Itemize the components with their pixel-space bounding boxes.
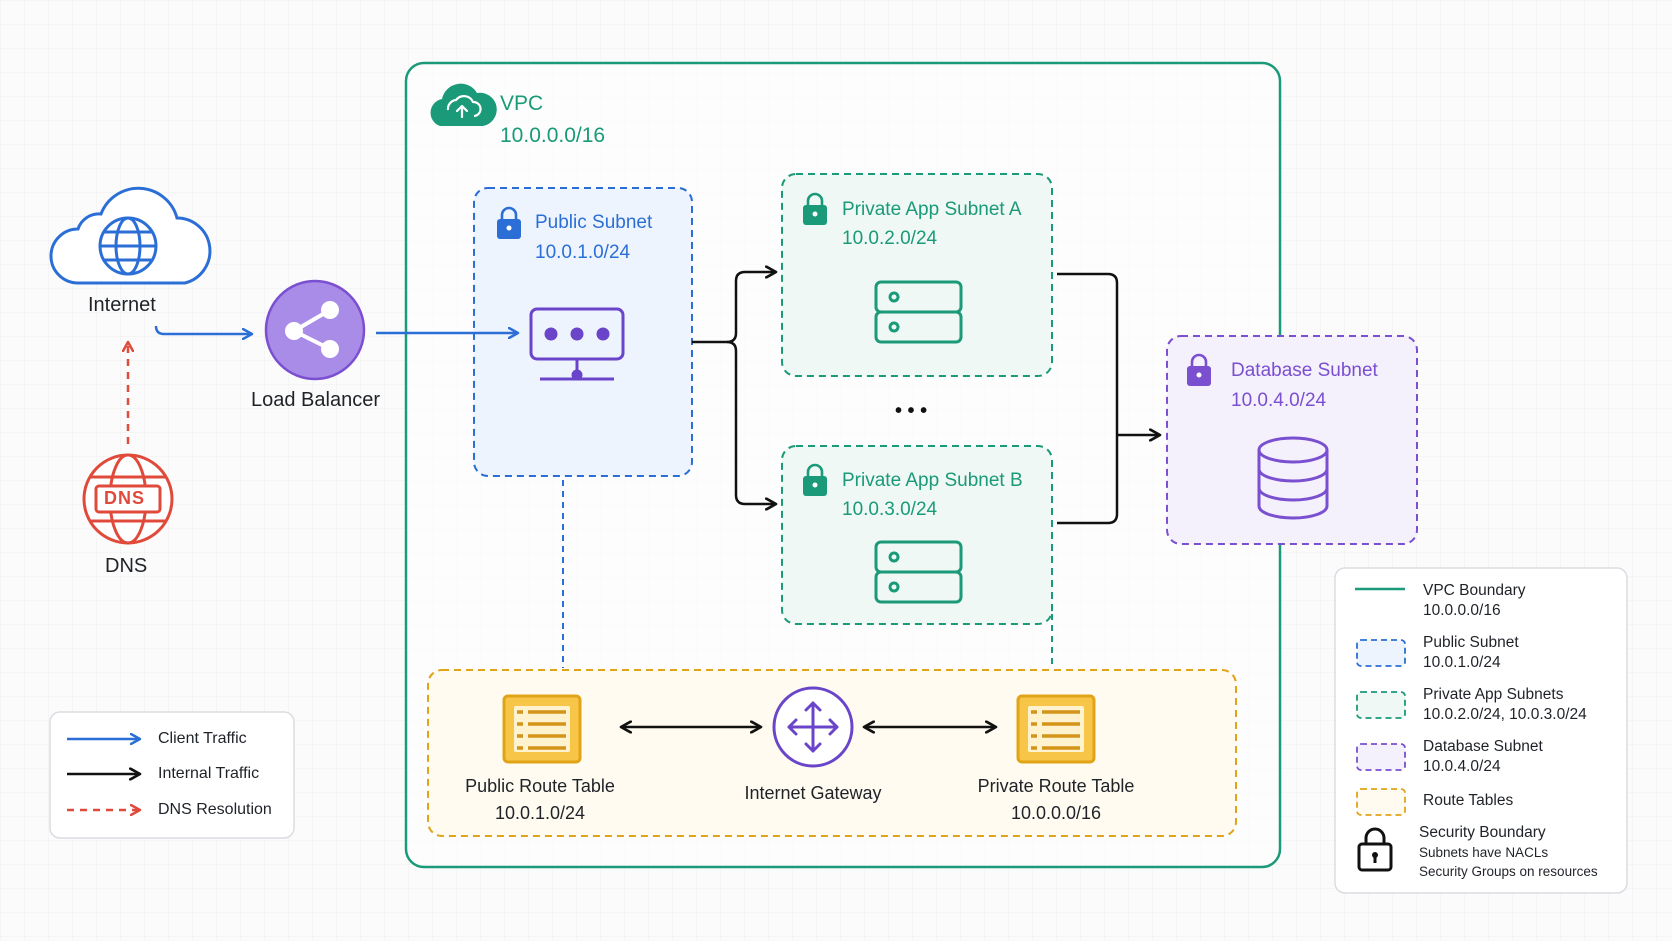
database-icon <box>1257 436 1329 520</box>
boundary-legend-box <box>1334 567 1628 894</box>
private-b-cidr: 10.0.3.0/24 <box>842 499 938 520</box>
traffic-legend-box <box>49 711 295 839</box>
internet-cloud-icon <box>49 186 212 285</box>
legend-security-line2: Security Groups on resources <box>1419 864 1598 879</box>
private-b-title: Private App Subnet B <box>842 470 1023 491</box>
public-route-table-cidr: 10.0.1.0/24 <box>494 803 586 823</box>
internal-traffic-arrows <box>621 272 1160 727</box>
legend-public-swatch <box>1356 639 1406 667</box>
legend-route-swatch <box>1356 788 1406 816</box>
private-subnet-b-box[interactable] <box>781 445 1053 625</box>
legend-client-traffic-label: Client Traffic <box>158 730 247 747</box>
public-subnet-lock-icon <box>497 206 521 239</box>
private-subnet-a-box[interactable] <box>781 173 1053 377</box>
vpc-title: VPC <box>500 92 544 115</box>
database-subnet-box[interactable] <box>1166 335 1418 545</box>
public-route-table-title: Public Route Table <box>465 776 615 796</box>
legend-vpc-cidr: 10.0.0.0/16 <box>1423 602 1501 619</box>
legend-database-cidr: 10.0.4.0/24 <box>1423 758 1501 775</box>
dns-globe-icon <box>82 453 174 545</box>
private-route-table-title: Private Route Table <box>977 776 1135 796</box>
legend-vpc-title: VPC Boundary <box>1423 582 1526 599</box>
load-balancer-label[interactable]: Load Balancer <box>251 389 380 411</box>
private-a-cidr: 10.0.2.0/24 <box>842 228 938 249</box>
legend-security-lock-icon <box>1357 827 1393 872</box>
database-subnet-title: Database Subnet <box>1231 360 1378 381</box>
web-server-icon <box>529 307 625 381</box>
private-a-title: Private App Subnet A <box>842 199 1022 220</box>
private-route-table-icon <box>1016 694 1096 764</box>
database-lock-icon <box>1187 353 1211 386</box>
client-traffic-arrows <box>154 325 518 334</box>
internet-label: Internet <box>88 294 156 316</box>
private-route-table-cidr: 10.0.0.0/16 <box>1010 803 1102 823</box>
legend-public-cidr: 10.0.1.0/24 <box>1423 654 1501 671</box>
dns-label: DNS <box>105 555 148 577</box>
database-subnet-cidr: 10.0.4.0/24 <box>1231 390 1327 411</box>
load-balancer-icon[interactable] <box>264 279 366 381</box>
public-route-table-icon <box>502 694 582 764</box>
private-b-lock-icon <box>803 463 827 496</box>
private-a-lock-icon <box>803 192 827 225</box>
route-association-lines <box>562 480 1053 668</box>
vpc-cidr: 10.0.0.0/16 <box>500 124 606 147</box>
dns-icon-text: DNS <box>104 488 146 508</box>
legend-dns-resolution-label: DNS Resolution <box>158 801 272 818</box>
internet-gateway-label: Internet Gateway <box>744 783 882 803</box>
subnet-ellipsis: • • • <box>895 400 928 422</box>
legend-security-title: Security Boundary <box>1419 824 1546 841</box>
internet-gateway-icon[interactable] <box>772 686 854 768</box>
legend-security-line1: Subnets have NACLs <box>1419 845 1549 860</box>
app-server-a-icon <box>874 280 963 344</box>
legend-database-title: Database Subnet <box>1423 738 1543 755</box>
vpc-cloud-icon <box>430 83 497 126</box>
public-subnet-title: Public Subnet <box>535 212 653 233</box>
legend-private-title: Private App Subnets <box>1423 686 1564 703</box>
legend-internal-traffic-label: Internal Traffic <box>158 765 260 782</box>
legend-route-title: Route Tables <box>1423 792 1514 809</box>
app-server-b-icon <box>874 540 963 604</box>
legend-private-swatch <box>1356 691 1406 719</box>
public-subnet-cidr: 10.0.1.0/24 <box>535 242 631 263</box>
legend-database-swatch <box>1356 743 1406 771</box>
legend-public-title: Public Subnet <box>1423 634 1519 651</box>
legend-private-cidr: 10.0.2.0/24, 10.0.3.0/24 <box>1423 706 1587 723</box>
